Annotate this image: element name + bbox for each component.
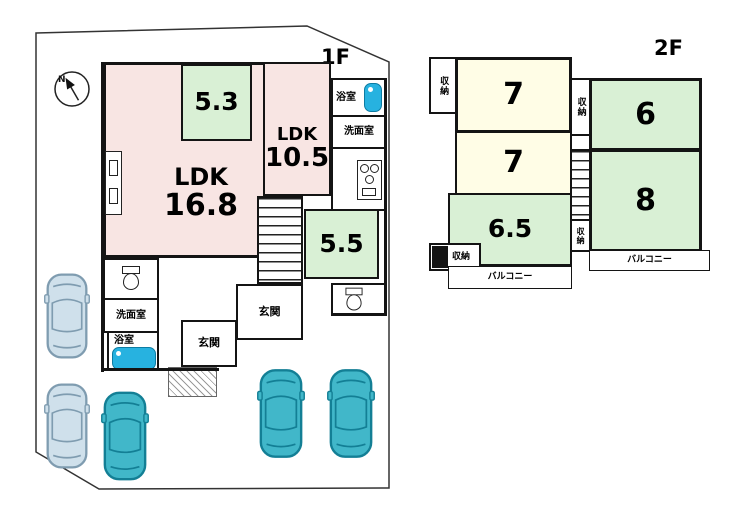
room-kitchen-right	[331, 147, 387, 211]
compass-icon: N	[54, 71, 90, 107]
room-6-label: 6	[635, 96, 656, 132]
stairs-2f	[570, 149, 591, 221]
room-wc-1f	[103, 258, 159, 300]
car-icon	[257, 369, 305, 458]
wall-block	[432, 246, 448, 268]
room-bath-bottom: 浴室	[107, 331, 159, 371]
entrance-porch	[168, 367, 217, 397]
site-boundary	[35, 25, 390, 490]
closet-2f-topleft: 収納	[429, 57, 457, 114]
room-8-label: 8	[635, 182, 656, 218]
stairs-1f	[257, 196, 303, 284]
room-5-5-label: 5.5	[319, 228, 364, 258]
room-6: 6	[589, 78, 702, 151]
balcony-bottom-label: バルコニー	[487, 272, 533, 283]
entrance-sub-label: 玄関	[198, 336, 220, 350]
washroom-bottom-label: 洗面室	[116, 309, 146, 321]
outer-wall-bottom-1f	[103, 368, 219, 371]
closet-bl-label: 収納	[452, 251, 471, 262]
ldk-sub-name: LDK	[276, 124, 318, 145]
room-6-5-label: 6.5	[487, 214, 533, 244]
room-5-3-label: 5.3	[194, 87, 239, 117]
outer-wall-right-1f	[384, 78, 387, 315]
bathtub-icon	[364, 83, 382, 112]
bathtub-icon	[112, 347, 156, 370]
room-ldk-sub-label: LDK 10.5	[265, 124, 330, 173]
closet-2f-stairs: 収納	[570, 219, 591, 252]
outer-wall-bottomright-1f	[331, 313, 387, 316]
room-washroom-top: 洗面室	[331, 115, 387, 149]
closet-tl-label: 収納	[438, 75, 449, 96]
outer-wall-left-1f	[101, 62, 104, 372]
ldk-main-name: LDK	[174, 163, 228, 191]
room-8: 8	[589, 149, 702, 252]
room-5-3: 5.3	[181, 64, 252, 141]
room-5-5: 5.5	[304, 209, 379, 279]
toilet-icon	[120, 266, 142, 293]
car-icon	[327, 369, 375, 458]
room-7-mid: 7	[455, 131, 572, 195]
washroom-top-label: 洗面室	[344, 126, 374, 138]
entrance-main-label: 玄関	[258, 304, 281, 318]
closet-mid-label: 収納	[575, 97, 586, 117]
closet-2f-mid: 収納	[570, 78, 591, 136]
room-ldk-main: LDK 16.8	[103, 62, 266, 258]
car-icon	[44, 273, 90, 359]
room-wc2-1f	[331, 283, 387, 315]
bath-bottom-label: 浴室	[114, 335, 134, 346]
room-entrance-sub: 玄関	[181, 320, 237, 367]
room-bath-top: 浴室	[331, 78, 387, 117]
balcony-bottom: バルコニー	[448, 266, 572, 289]
ldk-main-size: 16.8	[163, 188, 239, 224]
room-entrance-main: 玄関	[236, 284, 303, 340]
room-ldk-main-label: LDK 16.8	[155, 163, 247, 224]
floor-2-label: 2F	[654, 36, 683, 60]
ldk-sub-size: 10.5	[265, 142, 330, 173]
balcony-right: バルコニー	[589, 250, 710, 271]
closet-stairs-label: 収納	[576, 226, 586, 245]
room-7-mid-label: 7	[503, 145, 524, 181]
car-icon	[101, 391, 149, 481]
balcony-right-label: バルコニー	[627, 255, 672, 266]
room-washroom-bottom: 洗面室	[103, 298, 159, 333]
toilet-icon	[344, 287, 365, 314]
room-7-top-label: 7	[503, 77, 524, 113]
car-icon	[44, 383, 90, 469]
bath-top-label: 浴室	[336, 92, 356, 103]
room-7-top: 7	[455, 57, 572, 133]
stove-icon	[357, 160, 382, 200]
compass-n-label: N	[58, 75, 66, 85]
kitchen-counter-icon	[105, 151, 122, 215]
room-ldk-sub: LDK 10.5	[263, 62, 331, 196]
